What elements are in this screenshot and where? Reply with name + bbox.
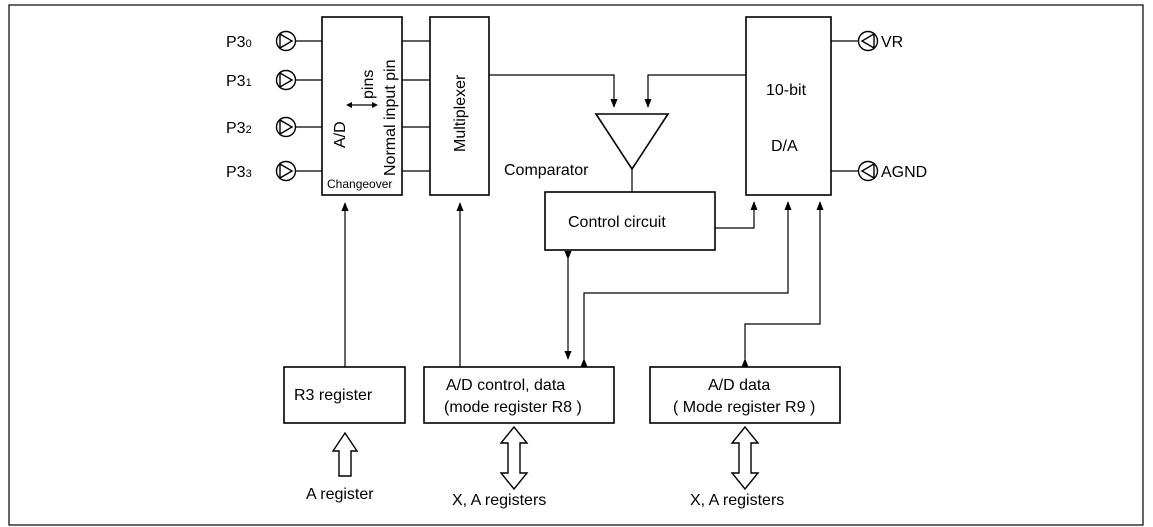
r8-bus-label: X, A registers	[452, 492, 546, 509]
single-arrow-icon	[331, 431, 359, 477]
changeover-block	[321, 16, 403, 196]
multiplexer-label: Multiplexer	[452, 74, 469, 152]
reference-pin-icon	[857, 30, 879, 52]
pin-p3-1: P31	[226, 69, 322, 91]
pin-agnd: AGND	[831, 160, 927, 182]
dac-line1: 10-bit	[766, 82, 807, 99]
dac-line2: D/A	[771, 138, 798, 155]
pin-p3-3-label: P33	[226, 164, 252, 181]
figure-frame	[8, 4, 1144, 526]
control-circuit-label: Control circuit	[568, 214, 666, 231]
comparator-label: Comparator	[504, 162, 589, 179]
double-arrow-icon	[730, 425, 760, 491]
normal-input-pin-label: Normal input pin	[382, 60, 399, 177]
r9-register-line2: ( Mode register R9 )	[673, 399, 815, 416]
r8-register-line2: (mode register R8 )	[444, 399, 582, 416]
comparator-symbol	[594, 113, 670, 171]
pin-p3-3: P33	[226, 160, 322, 182]
double-arrow-icon	[499, 425, 529, 491]
a-register-label: A register	[306, 486, 374, 503]
bidirectional-arrow-icon	[346, 102, 378, 108]
r9-register-block	[649, 366, 841, 424]
input-pin-icon	[275, 69, 297, 91]
r9-bus-label: X, A registers	[690, 492, 784, 509]
pins-label: pins	[360, 70, 377, 99]
changeover-label: Changeover	[327, 177, 392, 191]
reference-pin-icon	[857, 160, 879, 182]
ad-label: A/D	[332, 121, 349, 148]
pin-p3-2-label: P32	[226, 120, 252, 137]
pin-vr-label: VR	[881, 34, 903, 51]
pin-vr: VR	[831, 30, 903, 52]
r9-register-line1: A/D data	[708, 377, 770, 394]
r3-register-label: R3 register	[294, 387, 373, 404]
multiplexer-block	[429, 16, 490, 196]
input-pin-icon	[275, 160, 297, 182]
r3-register-block	[283, 366, 406, 424]
pin-p3-0-label: P30	[226, 34, 252, 51]
pin-p3-0: P30	[226, 30, 322, 52]
input-pin-icon	[275, 30, 297, 52]
r8-register-block	[423, 366, 615, 424]
r8-register-line1: A/D control, data	[446, 377, 565, 394]
pin-agnd-label: AGND	[881, 164, 927, 181]
dac-block	[745, 16, 832, 196]
pin-p3-1-label: P31	[226, 73, 252, 90]
input-pin-icon	[275, 116, 297, 138]
pin-p3-2: P32	[226, 116, 322, 138]
